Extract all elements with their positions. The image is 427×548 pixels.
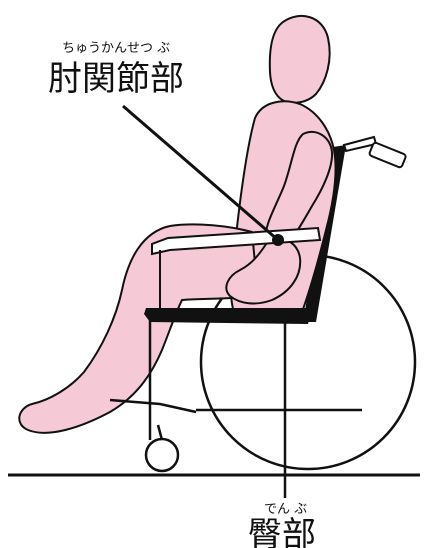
wheelchair-seat (144, 308, 312, 324)
elbow-marker (272, 234, 284, 246)
elbow-label: 肘関節部 (48, 59, 184, 99)
footrest-bar (109, 398, 197, 414)
buttock-label: 臀部 (248, 515, 316, 548)
buttock-label-ruby: でん ぶ (264, 502, 307, 517)
handle-grip (368, 141, 407, 169)
buttock-marker (279, 310, 291, 322)
elbow-leader-line (122, 104, 279, 242)
elbow-label-ruby: ちゅうかんせつ ぶ (62, 41, 170, 56)
seated-person (18, 14, 337, 434)
person-forearm (225, 236, 302, 305)
person-head (268, 14, 331, 104)
caster-wheel (144, 437, 180, 473)
caster-fork (156, 424, 164, 441)
